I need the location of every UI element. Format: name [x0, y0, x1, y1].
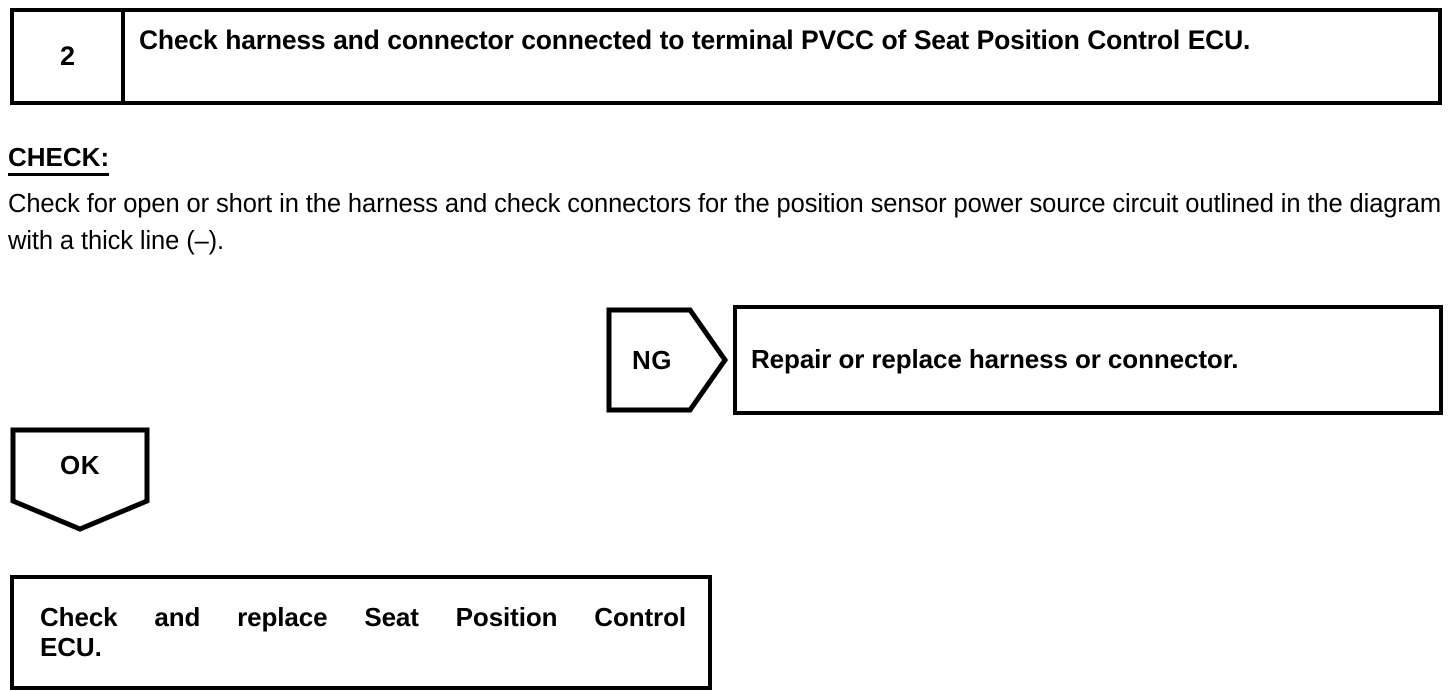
ok-result-text: Check and replace Seat Position Control … — [40, 602, 686, 662]
step-instruction-text: Check harness and connector connected to… — [139, 25, 1251, 55]
ok-result-line-1: Check and replace Seat Position Control — [40, 602, 686, 632]
step-header-table: 2 Check harness and connector connected … — [10, 8, 1442, 105]
ok-arrow-shape — [10, 427, 150, 532]
ok-result-line-2: ECU. — [40, 631, 102, 662]
ng-label: NG — [632, 344, 672, 375]
ok-result-box: Check and replace Seat Position Control … — [10, 575, 712, 690]
ng-result-text: Repair or replace harness or connector. — [751, 344, 1239, 375]
check-label: CHECK: — [8, 143, 110, 176]
step-number-cell: 2 — [14, 12, 125, 101]
ok-label: OK — [60, 449, 100, 480]
step-number: 2 — [59, 41, 76, 71]
ng-arrow-shape — [606, 307, 728, 413]
check-body-text: Check for open or short in the harness a… — [8, 190, 1441, 256]
ng-result-box: Repair or replace harness or connector. — [733, 305, 1443, 415]
step-instruction-cell: Check harness and connector connected to… — [125, 12, 1438, 101]
